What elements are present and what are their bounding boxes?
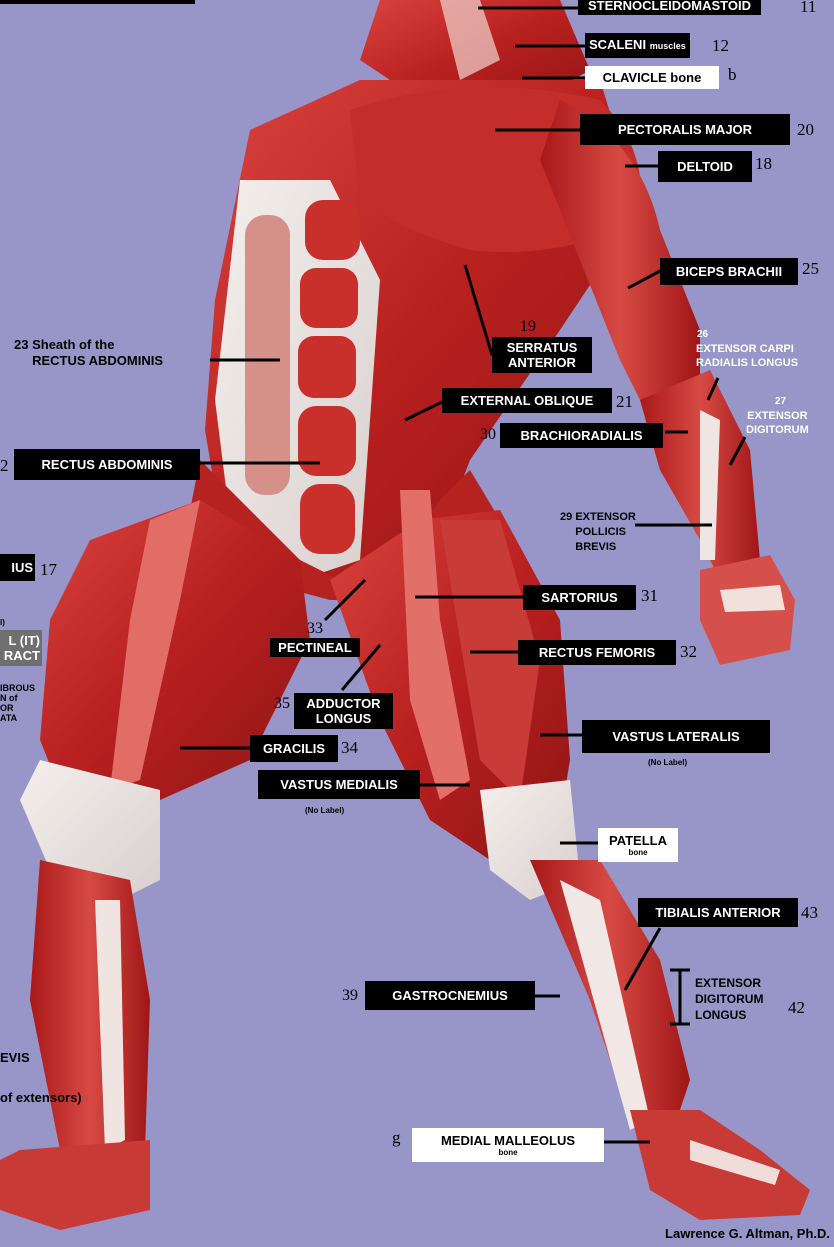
label-serratus-anterior: SERRATUSANTERIOR — [492, 337, 592, 373]
num-biceps-brachii: 25 — [802, 259, 819, 279]
num-tibialis-anterior: 43 — [801, 903, 818, 923]
no-label-vastus-lateralis: (No Label) — [648, 758, 687, 767]
num-adductor-longus: 35 — [274, 695, 290, 713]
label-ius-fragment: IUS — [0, 554, 35, 581]
label-vastus-medialis: VASTUS MEDIALIS — [258, 770, 420, 799]
label-gastrocnemius: GASTROCNEMIUS — [365, 981, 535, 1010]
label-patella: PATELLAbone — [598, 828, 678, 862]
num-extensor-digitorum: 27 — [775, 395, 786, 409]
num-external-oblique: 21 — [616, 392, 633, 412]
label-sternocleidomastoid: STERNOCLEIDOMASTOID — [578, 0, 761, 15]
label-brachioradialis: BRACHIORADIALIS — [500, 423, 663, 448]
num-deltoid: 18 — [755, 154, 772, 174]
label-clavicle: CLAVICLE bone — [585, 66, 719, 89]
label-pectineal: PECTINEAL — [270, 638, 360, 657]
num-gracilis: 34 — [341, 738, 358, 758]
label-gracilis: GRACILIS — [250, 735, 338, 762]
label-biceps-brachii: BICEPS BRACHII — [660, 258, 798, 285]
no-label-vastus-medialis: (No Label) — [305, 806, 344, 815]
num-rectus-femoris: 32 — [680, 642, 697, 662]
num-gastrocnemius: 39 — [342, 987, 358, 1005]
label-external-oblique: EXTERNAL OBLIQUE — [442, 388, 612, 413]
label-ecrl: EXTENSOR CARPIRADIALIS LONGUS — [696, 342, 798, 370]
num-pectoralis-major: 20 — [797, 120, 814, 140]
num-sternocleidomastoid: 11 — [800, 0, 816, 17]
label-sheath-rectus: 23 Sheath of the RECTUS ABDOMINIS — [14, 337, 163, 369]
num-pectineal: 33 — [307, 620, 323, 638]
label-it-tract-fragment: L (IT)RACT — [0, 630, 42, 666]
letter-clavicle: b — [728, 65, 737, 85]
letter-medial-malleolus: g — [392, 1128, 401, 1148]
label-adductor-longus: ADDUCTORLONGUS — [294, 693, 393, 729]
label-pectoralis-major: PECTORALIS MAJOR — [580, 114, 790, 145]
num-extensor-digitorum-longus: 42 — [788, 998, 805, 1018]
num-sartorius: 31 — [641, 586, 658, 606]
top-left-label-fragment — [0, 0, 195, 4]
label-sartorius: SARTORIUS — [523, 585, 636, 610]
label-extensor-pollicis-brevis: 29 EXTENSOR POLLICIS BREVIS — [560, 510, 636, 555]
num-ius: 17 — [40, 560, 57, 580]
label-rectus-femoris: RECTUS FEMORIS — [518, 640, 676, 665]
num-rectus-abdominis: 2 — [0, 456, 9, 476]
author-credit: Lawrence G. Altman, Ph.D. — [665, 1226, 830, 1241]
label-vastus-lateralis: VASTUS LATERALIS — [582, 720, 770, 753]
label-extensor-digitorum-longus: EXTENSORDIGITORUMLONGUS — [695, 975, 763, 1023]
label-rectus-abdominis: RECTUS ABDOMINIS — [14, 449, 200, 480]
left-foot — [0, 1140, 150, 1230]
num-brachioradialis: 30 — [480, 426, 496, 444]
fibrous-note: IBROUSN ofORATA — [0, 683, 35, 723]
label-brevis-fragment: EVIS — [0, 1051, 30, 1065]
num-scaleni: 12 — [712, 36, 729, 56]
num-serratus: 19 — [520, 318, 536, 336]
num-ecrl: 26 — [697, 328, 708, 342]
it-note: l) — [0, 618, 5, 627]
left-lower-leg — [30, 860, 150, 1180]
label-extensors-fragment: of extensors) — [0, 1091, 82, 1105]
label-scaleni: SCALENI muscles — [585, 33, 690, 58]
label-deltoid: DELTOID — [658, 151, 752, 182]
label-tibialis-anterior: TIBIALIS ANTERIOR — [638, 898, 798, 927]
label-medial-malleolus: MEDIAL MALLEOLUSbone — [412, 1128, 604, 1162]
label-extensor-digitorum: EXTENSORDIGITORUM — [746, 409, 809, 437]
